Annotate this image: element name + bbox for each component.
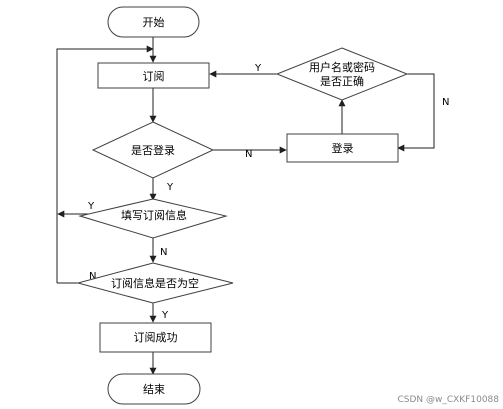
node-success-label: 订阅成功: [134, 331, 178, 344]
watermark: CSDN @w_CXKF10088: [397, 395, 499, 405]
node-end-label: 结束: [143, 383, 165, 396]
edge-label-fill-info-no: N: [160, 247, 167, 258]
node-start: 开始: [107, 6, 200, 38]
node-credentials-label-line1: 用户名或密码: [309, 60, 375, 74]
edge-label-credentials-no: N: [442, 97, 449, 108]
edge-label-info-empty-no: N: [89, 271, 96, 282]
node-end: 结束: [107, 373, 201, 405]
node-is-logged-in-label: 是否登录: [131, 143, 175, 157]
edge-label-credentials-yes: Y: [254, 63, 262, 74]
edge-labels: Y N N Y Y N N Y: [87, 63, 449, 321]
node-credentials-label-line2: 是否正确: [320, 75, 364, 88]
edge-label-login-check-no: N: [245, 149, 252, 160]
edge-label-fill-info-yes: Y: [87, 201, 95, 212]
node-info-empty: 订阅信息是否为空: [76, 262, 234, 304]
node-credentials-check: 用户名或密码 是否正确: [275, 47, 409, 101]
node-info-empty-label: 订阅信息是否为空: [111, 276, 199, 290]
edge-credentials-no-to-login: [397, 73, 435, 152]
node-login-label: 登录: [332, 141, 354, 155]
node-start-label: 开始: [143, 15, 165, 29]
node-subscribe-label: 订阅: [143, 70, 165, 83]
edge-label-login-check-yes: Y: [166, 182, 174, 193]
node-is-logged-in: 是否登录: [91, 121, 215, 179]
node-fill-info-label: 填写订阅信息: [121, 208, 187, 222]
node-success: 订阅成功: [99, 322, 212, 353]
edge-label-info-empty-yes: Y: [161, 310, 169, 321]
node-fill-info: 填写订阅信息: [78, 198, 228, 239]
node-login: 登录: [286, 133, 399, 163]
edge-loop-to-subscribe: [56, 45, 154, 283]
node-subscribe: 订阅: [97, 62, 210, 89]
